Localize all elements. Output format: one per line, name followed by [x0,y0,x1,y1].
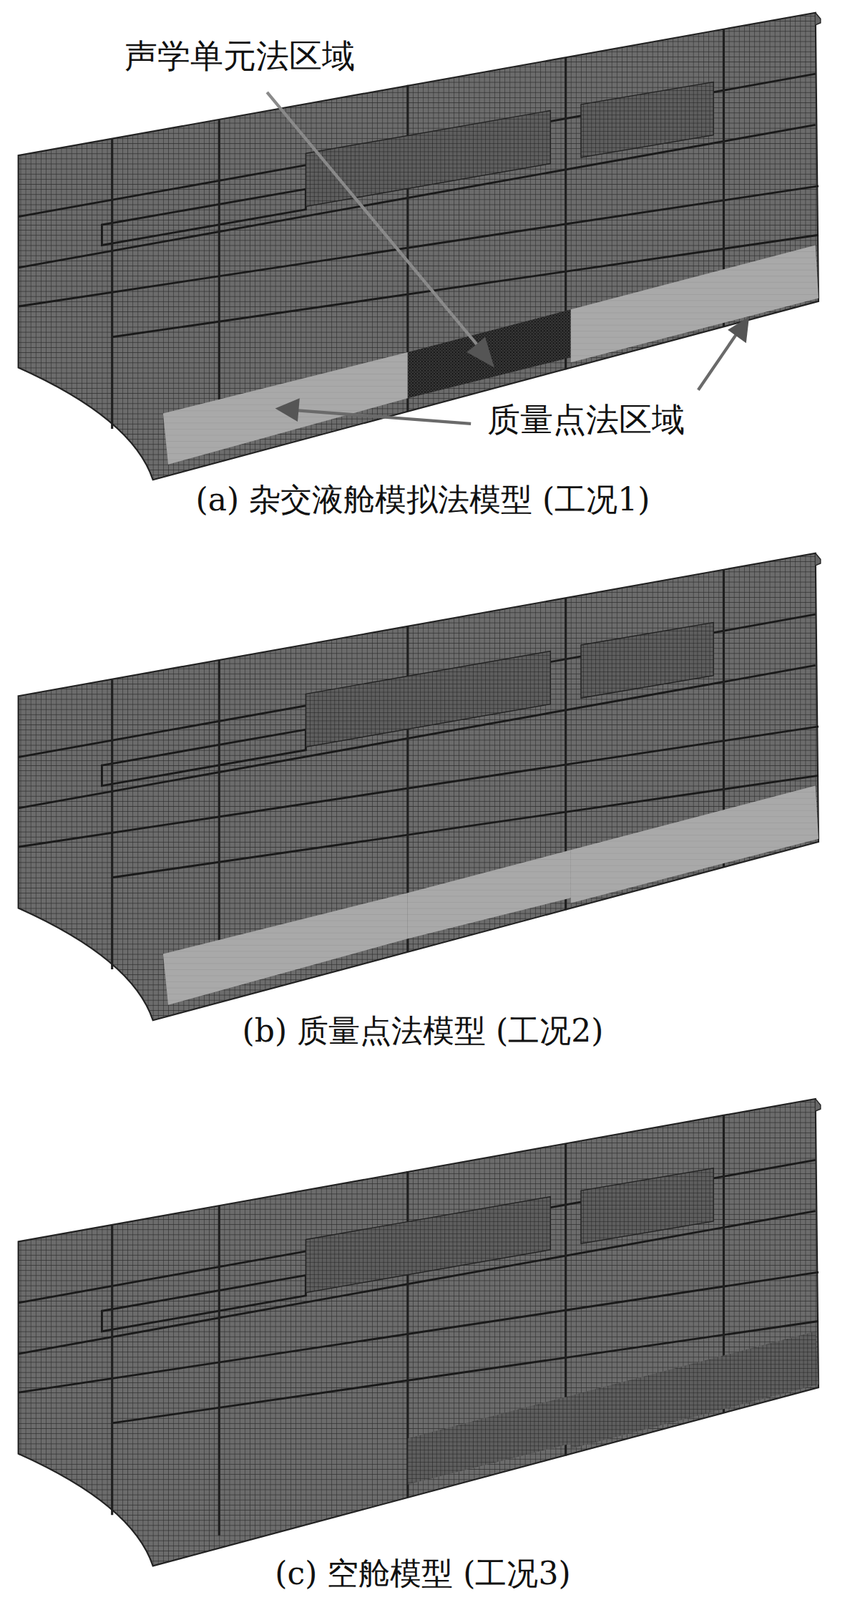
region-label: 质量点法区域 [487,400,685,439]
subfigure-caption: (b) 质量点法模型 (工况2) [242,1012,604,1049]
region-label: 声学单元法区域 [124,37,355,76]
subfigure-caption: (a) 杂交液舱模拟法模型 (工况1) [196,481,651,519]
subfigure-caption: (c) 空舱模型 (工况3) [274,1554,571,1592]
